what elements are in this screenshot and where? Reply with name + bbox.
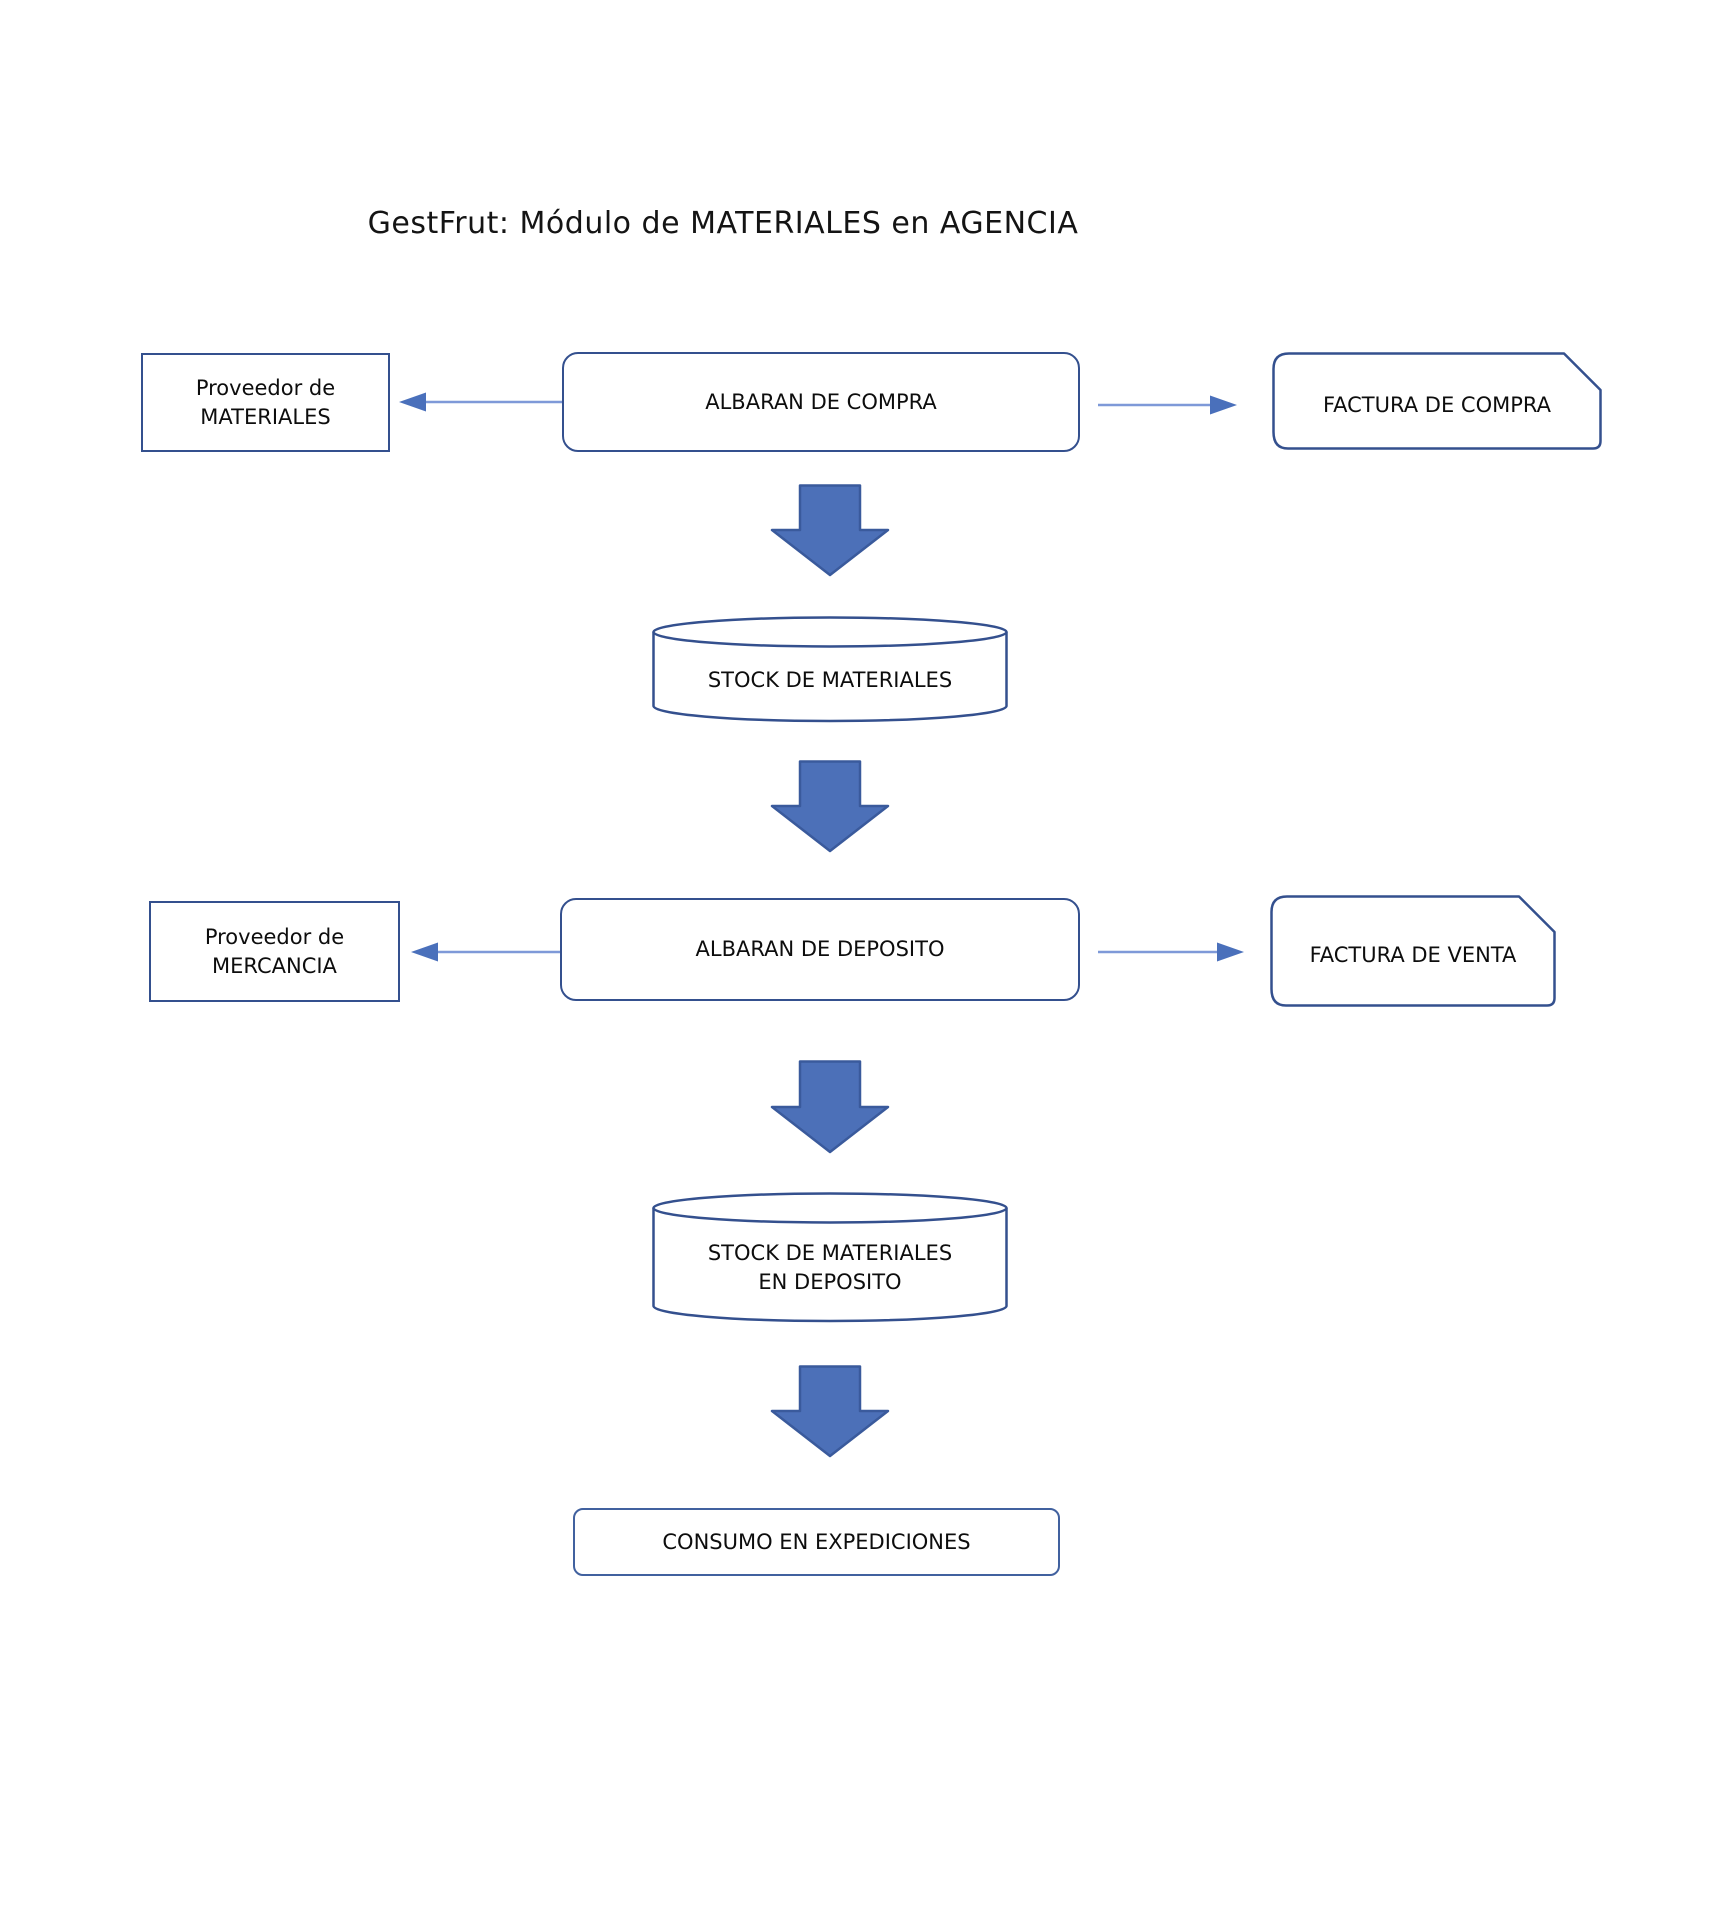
node-proveedor-mercancia-label: Proveedor de MERCANCIA — [204, 924, 345, 978]
node-proveedor-materiales-label: Proveedor de MATERIALES — [195, 375, 336, 429]
node-stock-materiales — [652, 616, 1008, 723]
node-stock-materiales-label: STOCK DE MATERIALES — [707, 667, 953, 692]
node-albaran-deposito-label: ALBARAN DE DEPOSITO — [695, 937, 945, 962]
down-block-arrow-icon — [770, 1060, 890, 1154]
left-arrow-icon — [411, 942, 560, 962]
right-arrow-icon — [1098, 395, 1237, 415]
down-block-arrow-icon — [770, 1365, 890, 1458]
left-arrow-icon — [399, 392, 564, 412]
node-albaran-deposito — [560, 898, 1080, 1001]
node-stock-materiales-deposito — [652, 1192, 1008, 1323]
node-factura-compra — [1272, 352, 1602, 450]
node-proveedor-materiales — [141, 353, 390, 452]
node-factura-venta — [1270, 895, 1556, 1007]
down-block-arrow-icon — [770, 484, 890, 577]
down-block-arrow-icon — [770, 760, 890, 853]
diagram-title: GestFrut: Módulo de MATERIALES en AGENCI… — [367, 206, 1079, 241]
node-albaran-compra-label: ALBARAN DE COMPRA — [705, 389, 937, 414]
right-arrow-icon — [1098, 942, 1244, 962]
node-consumo-expediciones-label: CONSUMO EN EXPEDICIONES — [662, 1529, 971, 1554]
node-consumo-expediciones — [573, 1508, 1060, 1576]
node-factura-compra-label: FACTURA DE COMPRA — [1323, 392, 1551, 417]
node-albaran-compra — [562, 352, 1080, 452]
node-factura-venta-label: FACTURA DE VENTA — [1309, 942, 1517, 967]
node-stock-materiales-deposito-label: STOCK DE MATERIALES EN DEPOSITO — [707, 1241, 953, 1294]
node-proveedor-mercancia — [149, 901, 400, 1002]
